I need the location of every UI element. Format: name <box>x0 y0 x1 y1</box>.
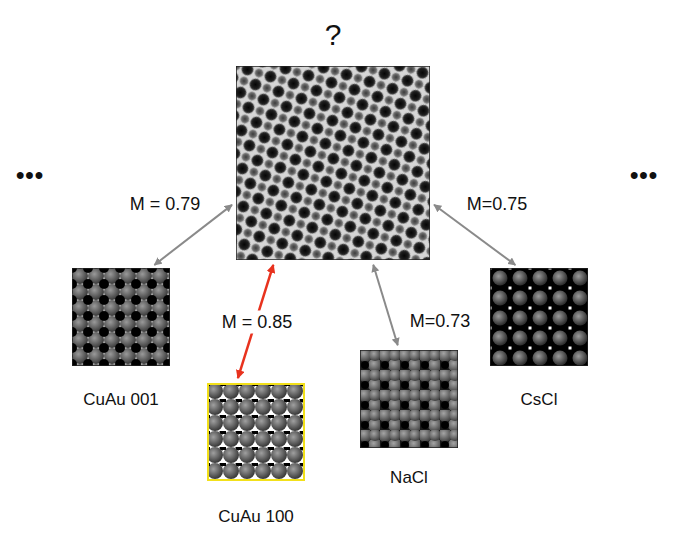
reference-image: NaCl <box>360 350 458 448</box>
lattice-picture <box>207 383 305 481</box>
unknown-mark: ? <box>325 18 342 52</box>
lattice-picture <box>236 66 430 260</box>
structure-label: CuAu 100 <box>218 507 294 527</box>
lattice-picture <box>360 350 458 448</box>
best-match-image: CuAu 100 <box>207 383 305 481</box>
structure-label: CsCl <box>521 390 558 410</box>
structure-label: NaCl <box>390 468 428 488</box>
lattice-picture <box>490 268 588 366</box>
reference-image: CuAu 001 <box>72 268 170 366</box>
ellipsis-mark: ••• <box>16 161 44 189</box>
structure-label: CuAu 001 <box>83 390 159 410</box>
lattice-picture <box>72 268 170 366</box>
ellipsis-mark: ••• <box>630 161 658 189</box>
match-score: M=0.75 <box>464 193 531 216</box>
match-score: M = 0.79 <box>127 193 204 216</box>
stem-image: ? <box>236 66 430 260</box>
match-arrow <box>373 265 397 345</box>
match-score: M=0.73 <box>407 310 474 333</box>
reference-image: CsCl <box>490 268 588 366</box>
match-score: M = 0.85 <box>219 311 296 334</box>
